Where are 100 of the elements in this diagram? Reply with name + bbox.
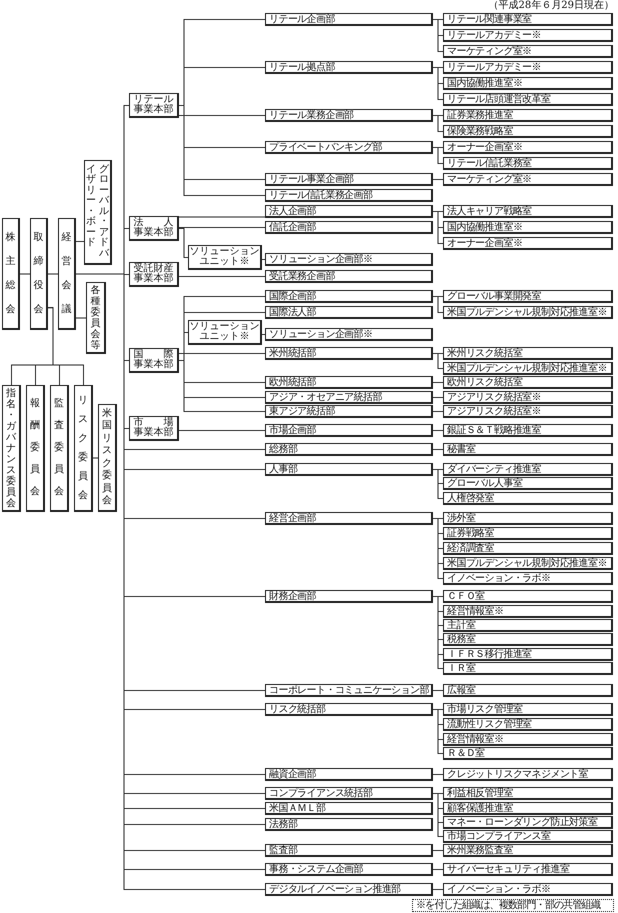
org-box: リスク委員会 (74, 385, 93, 512)
division-box: ソリューションユニット※ (188, 320, 262, 345)
office-box: 税務室 (443, 633, 613, 646)
connector-line (178, 105, 266, 196)
connector-line (432, 690, 444, 691)
connector-line (432, 889, 444, 890)
org-box: 経営会議 (58, 218, 76, 330)
office-box: ＩＦＲＳ移行推進室 (443, 648, 613, 661)
connector-line (178, 353, 266, 354)
connector-line (432, 518, 444, 579)
office-box: 人権啓発室 (443, 492, 613, 505)
org-box: 指名・ガバナンス委員会 (2, 385, 21, 512)
org-box: 米国リスク委員会 (98, 404, 117, 512)
office-box: 銀証Ｓ＆Ｔ戦略推進室 (443, 424, 613, 437)
office-box: マーケティング室※ (443, 173, 613, 186)
division-box: リテール事業本部 (129, 93, 179, 118)
office-box: リテール関連事業室 (443, 13, 613, 26)
office-box: 秘書室 (443, 443, 613, 456)
connector-line (432, 793, 444, 837)
office-box: 顧客保護推進室 (443, 802, 613, 815)
division-box: 国際事業本部 (129, 348, 179, 373)
office-box: 米州業務監査室 (443, 844, 613, 857)
department-box: リテール信託業務企画部 (265, 189, 433, 202)
connector-line (432, 353, 444, 369)
office-box: グローバル人事室 (443, 477, 613, 490)
connector-line (432, 179, 444, 180)
office-box: 利益相反管理室 (443, 787, 613, 800)
office-box: 市場コンプライアンス室 (443, 830, 613, 843)
office-box: 経済調査室 (443, 542, 613, 555)
office-box: サイバーセキュリティ推進室 (443, 863, 613, 876)
connector-line (178, 115, 266, 116)
org-box: 各種委員会等 (86, 282, 106, 354)
department-box: リテール事業企画部 (265, 173, 433, 186)
connector-line (48, 307, 84, 386)
connector-line (432, 115, 444, 132)
department-box: デジタルイノベーション推進部 (265, 883, 433, 896)
department-box: 経営企画部 (265, 512, 433, 525)
connector-line (76, 241, 84, 242)
office-box: 米州リスク統括室 (443, 347, 613, 360)
department-box: 融資企画部 (265, 768, 433, 781)
department-box: リテール業務企画部 (265, 109, 433, 122)
connector-line (432, 774, 444, 775)
office-box: リテール信託業務室 (443, 157, 613, 170)
office-box: ＣＦＯ室 (443, 590, 613, 603)
office-box: 法人キャリア戦略室 (443, 205, 613, 218)
org-box: グローバル・アドバイザリー・ボード (84, 160, 112, 265)
connector-line (178, 216, 266, 218)
note-box: ※を付した組織は、複数部門・部の共管組織 (412, 899, 614, 912)
department-box: 総務部 (265, 443, 433, 456)
department-box: 受託業務企画部 (265, 270, 433, 283)
department-box: ソリューション企画部※ (265, 253, 433, 266)
org-box: 報酬委員会 (26, 385, 45, 512)
department-box: 欧州統括部 (265, 376, 433, 389)
office-box: 広報室 (443, 684, 613, 697)
office-box: グローバル事業開発室 (443, 290, 613, 303)
connector-line (432, 449, 444, 450)
department-box: 法務部 (265, 818, 433, 831)
office-box: アジアリスク統括室※ (443, 405, 613, 418)
org-box: 取締役会 (30, 218, 48, 330)
department-box: 信託企画部 (265, 221, 433, 234)
department-box: アジア・オセアニア統括部 (265, 391, 433, 404)
org-box: 監査委員会 (50, 385, 69, 512)
office-box: 証券業務推進室 (443, 109, 613, 122)
office-box: マネー・ローンダリング防止対策室 (443, 816, 613, 829)
department-box: 法人企画部 (265, 205, 433, 218)
date-label: （平成28年６月29日現在） (488, 0, 614, 12)
connector-line (432, 296, 444, 313)
connector-line (432, 469, 444, 499)
office-box: 証券戦略室 (443, 527, 613, 540)
connector-line (178, 228, 188, 258)
office-box: 国内協働推進室※ (443, 221, 613, 234)
department-box: リテール拠点部 (265, 61, 433, 74)
connector-line (432, 67, 444, 100)
office-box: リテールアカデミー※ (443, 61, 613, 74)
office-box: 経営情報室※ (443, 733, 613, 746)
department-box: 国際法人部 (265, 306, 433, 319)
office-box: 保険業務戦略室 (443, 125, 613, 138)
division-box: 市場事業本部 (129, 416, 179, 441)
office-box: アジアリスク統括室※ (443, 391, 613, 404)
office-box: 市場リスク管理室 (443, 703, 613, 716)
division-box: 受託財産事業本部 (129, 262, 179, 287)
connector-line (432, 411, 444, 412)
connector-line (178, 430, 266, 431)
connector-line (432, 869, 444, 870)
connector-line (432, 382, 444, 383)
office-box: Ｒ＆Ｄ室 (443, 747, 613, 760)
office-box: オーナー企画室※ (443, 141, 613, 154)
connector-line (432, 430, 444, 431)
department-box: コンプライアンス統括部 (265, 787, 433, 800)
department-box: 市場企画部 (265, 424, 433, 437)
department-box: 米州統括部 (265, 347, 433, 360)
office-box: 渉外室 (443, 512, 613, 525)
department-box: 人事部 (265, 463, 433, 476)
department-box: 東アジア統括部 (265, 405, 433, 418)
office-box: ダイバーシティ推進室 (443, 463, 613, 476)
connector-line (432, 397, 444, 398)
connector-line (432, 709, 444, 754)
office-box: イノベーション・ラボ※ (443, 883, 613, 896)
connector-line (432, 147, 444, 164)
org-box: 株主総会 (2, 218, 20, 330)
